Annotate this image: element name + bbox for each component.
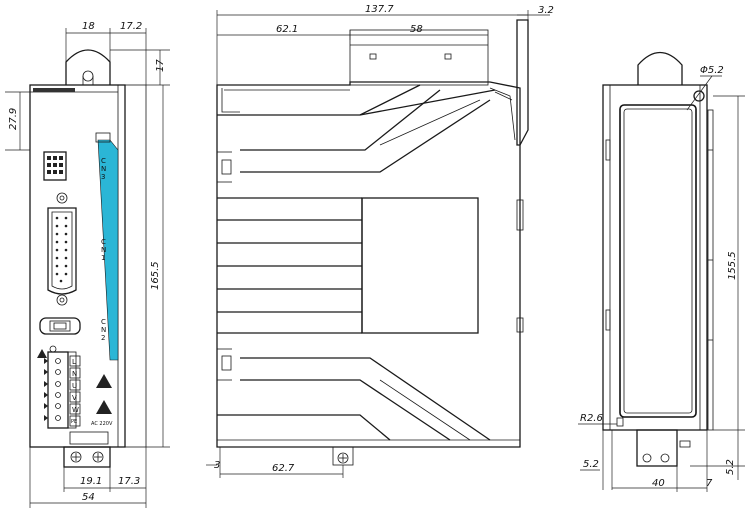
dim-rear-width: 40 [652, 478, 665, 489]
dim-rear-height: 155.5 [727, 251, 738, 280]
rear-view: Φ5.2 155.5 R2.6 5.2 5.2 40 7 [578, 51, 745, 492]
brand-logo [33, 88, 75, 92]
cn1-label-c: C [101, 238, 106, 246]
cn1-connector [47, 207, 77, 295]
terminal-w: W [72, 406, 79, 414]
cn2-connector [39, 317, 81, 335]
dim-rear-bottom-offset: 5.2 [725, 459, 736, 475]
rear-bottom-bracket [636, 429, 678, 467]
warning-triangle-icon [96, 374, 112, 388]
dim-front-tab-height: 17 [155, 59, 166, 72]
rear-inner-panel [619, 104, 697, 418]
top-mounting-tab [65, 49, 111, 85]
terminal-n: N [72, 370, 77, 378]
dim-front-bottom-left: 19.1 [80, 476, 102, 487]
dim-front-left-height: 27.9 [8, 108, 19, 130]
dim-side-bottom-offset: 3 [214, 460, 220, 471]
dim-front-top-left: 18 [82, 21, 95, 32]
rear-top-tab [637, 51, 683, 85]
side-top-housing [349, 29, 489, 86]
terminal-u: U [72, 382, 77, 390]
dim-rear-radius: R2.6 [580, 413, 603, 424]
cn3-label-n: N [101, 165, 106, 173]
terminal-pe: PE [71, 419, 77, 425]
bottom-screw-terminal [63, 446, 111, 468]
side-body [216, 81, 521, 448]
dim-front-total-height: 165.5 [150, 261, 161, 290]
dim-front-width: 54 [82, 492, 95, 503]
side-mounting-plate [516, 19, 529, 146]
dim-rear-left-offset: 5.2 [583, 459, 599, 470]
dim-rear-right: 7 [706, 478, 713, 489]
side-view: 137.7 3.2 62.1 58 3 62.7 [206, 4, 554, 478]
terminal-l: L [72, 358, 76, 366]
dim-front-top-right: 17.2 [120, 21, 142, 32]
dim-rear-hole: Φ5.2 [700, 65, 724, 76]
rear-plate [602, 84, 708, 431]
warning-triangle-icon [96, 400, 112, 414]
mounting-hole [693, 90, 705, 102]
cn2-label-num: 2 [101, 334, 105, 342]
cn1-label-num: 1 [101, 254, 105, 262]
cn2-label-n: N [101, 326, 106, 334]
cn2-label-c: C [101, 318, 106, 326]
cn3-label-num: 3 [101, 173, 105, 181]
cn1-label-n: N [101, 246, 106, 254]
front-inner-right [117, 84, 147, 448]
terminal-v: V [72, 394, 77, 402]
accent-strip [97, 139, 119, 361]
dim-side-bottom-width: 62.7 [272, 463, 295, 474]
voltage-label: AC 220V [91, 421, 113, 427]
warning-triangle-small-icon [37, 349, 47, 358]
front-view: C N 3 C N 1 C N 2 [5, 21, 170, 508]
cn3-connector [43, 151, 67, 181]
dim-side-right-top: 58 [410, 24, 423, 35]
cn3-label-c: C [101, 157, 106, 165]
dim-side-left-top: 62.1 [276, 24, 298, 35]
dim-side-total-width: 137.7 [365, 4, 394, 15]
dim-side-edge: 3.2 [538, 5, 554, 16]
dim-front-bottom-right: 17.3 [118, 476, 140, 487]
